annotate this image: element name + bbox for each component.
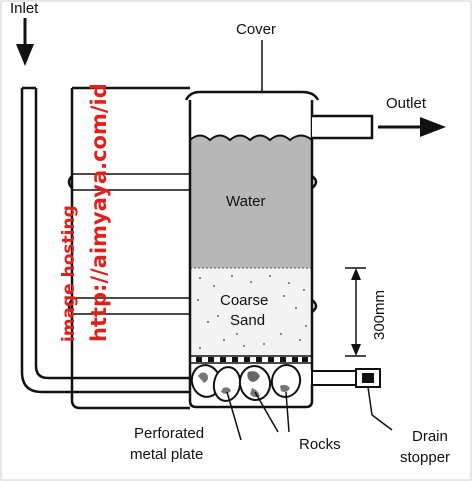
perforated-metal-plate — [189, 355, 313, 364]
outlet-label: Outlet — [386, 95, 427, 112]
outlet-arrow — [378, 117, 446, 137]
height-dimension — [345, 267, 366, 357]
height-label: 300mm — [371, 290, 388, 340]
coarse-label: Coarse — [220, 292, 268, 309]
rocks — [190, 364, 302, 402]
stopper-label: stopper — [400, 449, 450, 466]
drain-stopper — [311, 368, 381, 388]
sand-label: Sand — [230, 312, 265, 329]
watermark-line1: image hosting — [59, 205, 79, 342]
water-surface — [189, 134, 313, 142]
inlet-label: Inlet — [10, 0, 39, 17]
tank-cover — [184, 90, 320, 101]
metal-plate-label: metal plate — [130, 446, 203, 463]
drain-label: Drain — [412, 428, 448, 445]
leader-lines — [226, 386, 393, 441]
outer-housing — [67, 86, 318, 410]
tank-walls — [188, 100, 314, 409]
sand-speckles — [197, 275, 307, 349]
water-region — [190, 140, 312, 268]
watermark-line2: http://aimyaya.com/id — [87, 83, 111, 342]
inlet-arrow — [16, 18, 34, 66]
perforated-label: Perforated — [134, 425, 204, 442]
inlet-pipe — [20, 86, 190, 394]
water-label: Water — [226, 193, 265, 210]
rocks-label: Rocks — [299, 436, 341, 453]
outlet-pipe-fill — [313, 118, 370, 136]
cover-label: Cover — [236, 21, 276, 38]
